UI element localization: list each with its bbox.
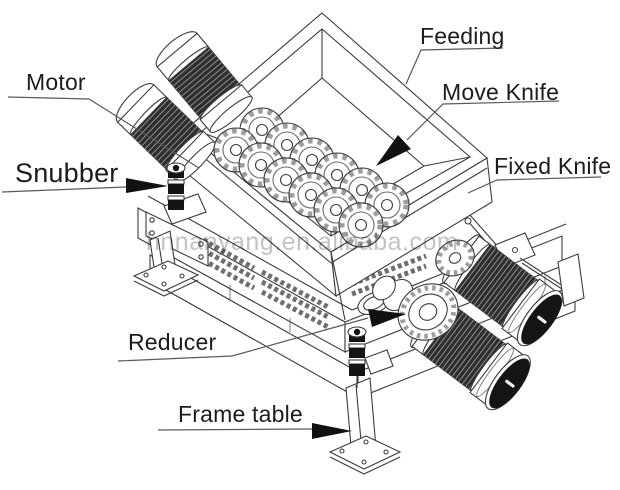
feeding-leader-line <box>405 47 504 85</box>
label-move-knife: Move Knife <box>442 79 560 105</box>
label-feeding: Feeding <box>420 23 505 49</box>
label-fixed-knife: Fixed Knife <box>494 153 612 179</box>
label-frame-table: Frame table <box>178 401 303 427</box>
vent-grille-left <box>201 237 332 331</box>
snubber-front <box>163 162 207 225</box>
label-motor: Motor <box>26 69 86 95</box>
watermark: hnnanyang.en.alibaba.com <box>146 228 459 256</box>
label-snubber: Snubber <box>15 158 119 188</box>
label-reducer: Reducer <box>128 329 217 355</box>
move-knife-leader-line <box>406 100 560 141</box>
vent-grille-right <box>351 253 427 297</box>
snubber-arrow <box>126 178 168 193</box>
fixed-knife-leader-line <box>467 176 602 194</box>
motor-leader-line <box>7 96 200 169</box>
reducer-gears <box>372 239 475 341</box>
snubber-leader-line <box>1 186 127 193</box>
callout-leaders <box>1 47 602 439</box>
frame-legs <box>132 230 585 475</box>
move-knife-arrow <box>376 135 411 166</box>
reducer-arrow <box>368 309 406 327</box>
frame-table-arrow <box>312 423 352 439</box>
snubber-rear <box>347 326 394 388</box>
frame-table-leader-line <box>157 428 313 431</box>
reducer-leader-line <box>117 317 369 362</box>
